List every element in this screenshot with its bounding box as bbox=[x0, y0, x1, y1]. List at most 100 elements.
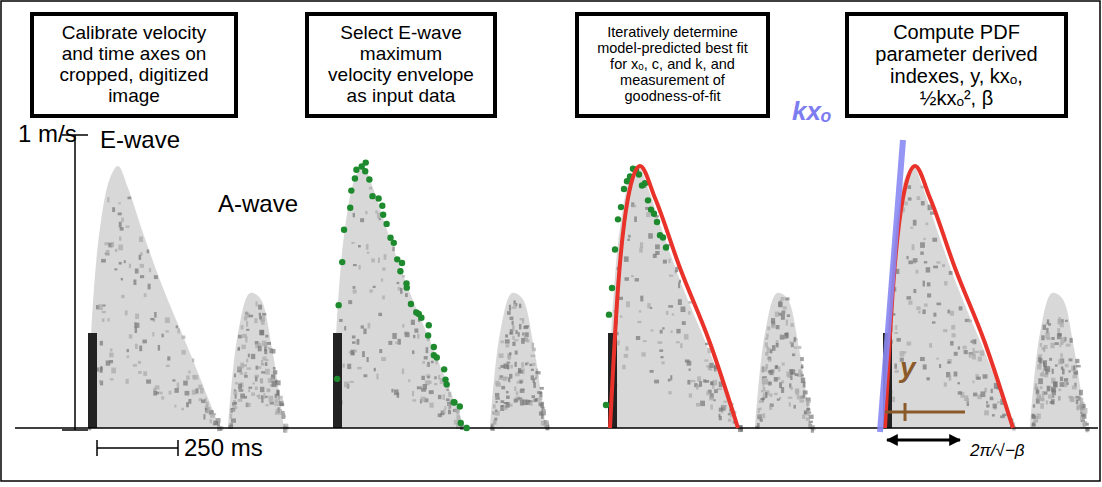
speckle bbox=[353, 264, 357, 266]
speckle bbox=[493, 420, 496, 424]
speckle bbox=[785, 297, 789, 300]
speckle bbox=[671, 330, 673, 333]
speckle bbox=[777, 399, 780, 401]
envelope-dot bbox=[654, 219, 660, 225]
speckle bbox=[774, 393, 778, 395]
speckle bbox=[1043, 325, 1046, 330]
speckle bbox=[1082, 413, 1086, 419]
speckle bbox=[789, 402, 791, 406]
speckle bbox=[779, 382, 782, 388]
speckle bbox=[366, 244, 369, 250]
speckle bbox=[1043, 360, 1047, 364]
speckle bbox=[139, 346, 142, 352]
speckle bbox=[509, 305, 511, 311]
speckle bbox=[929, 343, 932, 348]
speckle bbox=[800, 357, 804, 361]
box-text: Select E-wave maximum velocity envelope … bbox=[326, 23, 476, 107]
speckle bbox=[1047, 319, 1049, 323]
speckle bbox=[776, 325, 780, 329]
speckle bbox=[947, 359, 951, 364]
speckle bbox=[510, 365, 513, 369]
speckle bbox=[426, 347, 429, 353]
speckle bbox=[210, 419, 213, 423]
speckle bbox=[967, 320, 972, 323]
speckle bbox=[958, 391, 962, 394]
speckle bbox=[895, 325, 897, 330]
speckle bbox=[379, 218, 381, 220]
speckle bbox=[448, 405, 450, 410]
speckle bbox=[771, 318, 775, 323]
speckle bbox=[100, 381, 103, 386]
speckle bbox=[140, 275, 144, 278]
speckle bbox=[402, 275, 405, 277]
speckle bbox=[408, 379, 410, 382]
speckle bbox=[923, 364, 927, 369]
box-text: Compute PDF parameter derived indexes, y… bbox=[862, 21, 1052, 109]
speckle bbox=[639, 310, 641, 312]
speckle bbox=[264, 347, 266, 352]
speckle bbox=[139, 255, 142, 260]
speckle bbox=[1055, 342, 1059, 345]
speckle bbox=[809, 421, 813, 423]
spectral-wave bbox=[608, 166, 740, 428]
speckle bbox=[932, 238, 937, 242]
speckle bbox=[936, 261, 940, 263]
speckle bbox=[258, 343, 261, 346]
speckle bbox=[770, 393, 773, 397]
speckle bbox=[246, 403, 250, 407]
speckle bbox=[121, 218, 124, 222]
speckle bbox=[143, 371, 147, 376]
speckle bbox=[523, 326, 528, 329]
speckle bbox=[265, 404, 268, 406]
speckle bbox=[944, 281, 947, 285]
speckle bbox=[516, 391, 519, 395]
speckle bbox=[1040, 403, 1044, 409]
speckle bbox=[636, 336, 640, 340]
speckle bbox=[512, 325, 515, 330]
speckle bbox=[641, 352, 645, 356]
speckle bbox=[125, 310, 128, 315]
speckle bbox=[110, 378, 114, 380]
speckle bbox=[1058, 396, 1060, 400]
speckle bbox=[188, 399, 191, 404]
speckle bbox=[666, 311, 669, 315]
speckle bbox=[895, 370, 899, 373]
speckle bbox=[1058, 389, 1061, 392]
speckle bbox=[98, 304, 103, 310]
speckle bbox=[507, 311, 511, 315]
speckle bbox=[763, 413, 765, 418]
speckle bbox=[268, 396, 273, 402]
speckle bbox=[348, 300, 352, 304]
speckle bbox=[797, 395, 801, 399]
speckle bbox=[352, 341, 355, 344]
speckle bbox=[434, 383, 438, 385]
speckle bbox=[1072, 375, 1077, 378]
speckle bbox=[807, 401, 811, 403]
speckle bbox=[783, 306, 787, 309]
speckle bbox=[1060, 377, 1063, 382]
speckle bbox=[663, 260, 667, 264]
speckle bbox=[778, 377, 781, 380]
speckle bbox=[491, 425, 493, 428]
speckle bbox=[529, 364, 532, 366]
speckle bbox=[650, 329, 653, 331]
speckle bbox=[972, 339, 974, 341]
speckle bbox=[728, 419, 731, 422]
speckle bbox=[260, 330, 264, 335]
waveforms bbox=[88, 166, 1090, 433]
speckle bbox=[927, 293, 931, 297]
envelope-dot bbox=[363, 159, 369, 165]
speckle bbox=[135, 327, 137, 333]
speckle bbox=[248, 387, 252, 389]
index-label: kxₒ bbox=[792, 98, 832, 124]
speckle bbox=[525, 332, 529, 337]
speckle bbox=[121, 295, 125, 298]
speckle bbox=[768, 358, 772, 362]
speckle bbox=[518, 370, 522, 373]
speckle bbox=[1068, 370, 1070, 372]
speckle bbox=[805, 390, 808, 394]
speckle bbox=[429, 403, 433, 408]
speckle bbox=[493, 404, 496, 408]
speckle bbox=[1043, 345, 1047, 349]
